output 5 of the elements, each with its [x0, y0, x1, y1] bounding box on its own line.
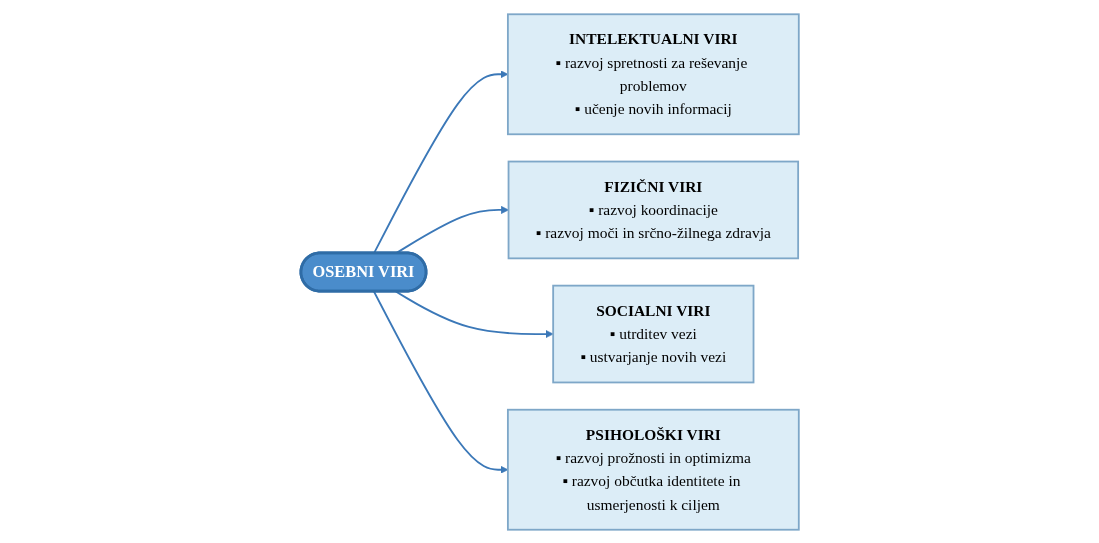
node-box: SOCIALNI VIRI ▪ utrditev vezi ▪ ustvarjanje novih vezi — [551, 284, 755, 383]
node-box: INTELEKTUALNI VIRI ▪ razvoj spretnosti za reševanje problemov ▪ učenje novih informacij — [506, 12, 800, 135]
arrow — [372, 290, 508, 474]
node-box: FIZIČNI VIRI ▪ razvoj koordinacije ▪ razvoj moči in srčno-žilnega zdravja — [507, 160, 799, 259]
node-box: PSIHOLOŠKI VIRI ▪ razvoj prožnosti in optimizma ▪ razvoj občutka identitete in usmerjenosti k ciljem — [506, 408, 800, 531]
